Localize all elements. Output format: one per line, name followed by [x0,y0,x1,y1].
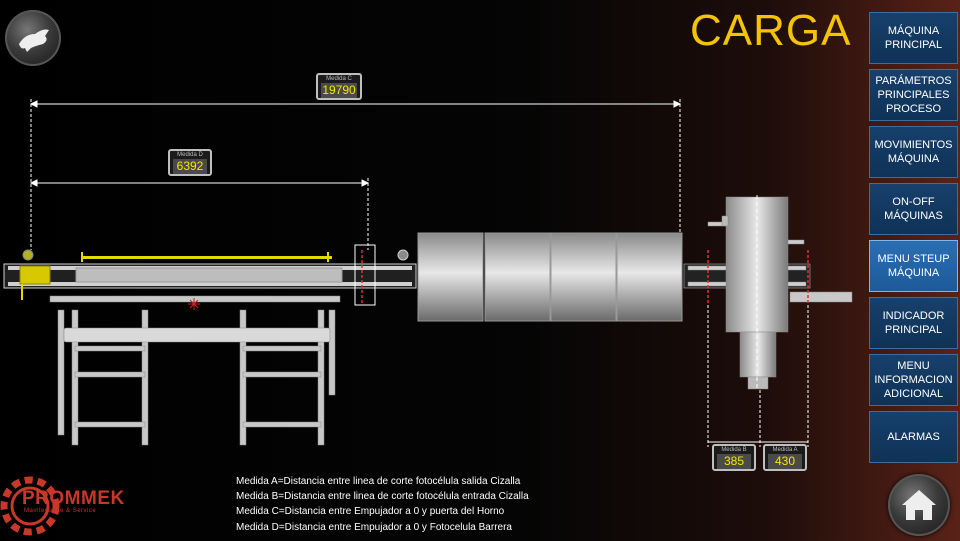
conveyor [3,244,417,310]
company-logo-name: PROMMEK [22,488,125,509]
measure-d-value: 6392 [173,159,207,174]
support-stands [49,295,341,446]
measure-c-box[interactable]: Medida C 19790 [316,73,362,100]
nav-indicador-principal[interactable]: INDICADOR PRINCIPAL [869,297,958,349]
measure-a-box[interactable]: Medida A 430 [763,444,807,471]
nav-maquina-principal[interactable]: MÁQUINA PRINCIPAL [869,12,958,64]
note-a: Medida A=Distancia entre linea de corte … [236,476,521,487]
measure-c-label: Medida C [326,76,352,82]
nav-alarmas[interactable]: ALARMAS [869,411,958,463]
measure-a-value: 430 [768,454,802,469]
animal-logo-icon [19,29,49,52]
measure-c-value: 19790 [321,83,357,98]
nav-menu-informacion[interactable]: MENU INFORMACION ADICIONAL [869,354,958,406]
company-logo-tagline: Maintenance & Service [24,508,97,514]
note-d: Medida D=Distancia entre Empujador a 0 y… [236,521,512,533]
nav-parametros-principales[interactable]: PARÁMETROS PRINCIPALES PROCESO [869,69,958,121]
measure-b-box[interactable]: Medida B 385 [712,444,756,471]
nav-movimientos-maquina[interactable]: MOVIMIENTOS MÁQUINA [869,126,958,178]
measure-b-label: Medida B [721,447,747,453]
furnace-rollers [417,232,683,322]
measure-d-label: Medida D [177,152,203,158]
measure-b-value: 385 [717,454,751,469]
measure-a-label: Medida A [772,447,798,453]
home-icon [902,490,936,520]
note-c: Medida C=Distancia entre Empujador a 0 y… [236,506,505,518]
nav-menu-steup[interactable]: MENU STEUP MÁQUINA [869,240,958,292]
page-title: CARGA [690,6,852,55]
measure-d-box[interactable]: Medida D 6392 [168,149,212,176]
logo-round-button[interactable] [5,10,61,66]
note-b: Medida B=Distancia entre linea de corte … [236,491,529,503]
gear-icon [0,476,60,536]
home-button[interactable] [888,474,950,536]
machine-diagram [3,99,853,447]
nav-on-off-maquinas[interactable]: ON-OFF MÁQUINAS [869,183,958,235]
dimension-lines [29,99,809,447]
measures-legend: Medida A=Distancia entre linea de corte … [236,474,529,535]
shear-unit [683,195,853,390]
